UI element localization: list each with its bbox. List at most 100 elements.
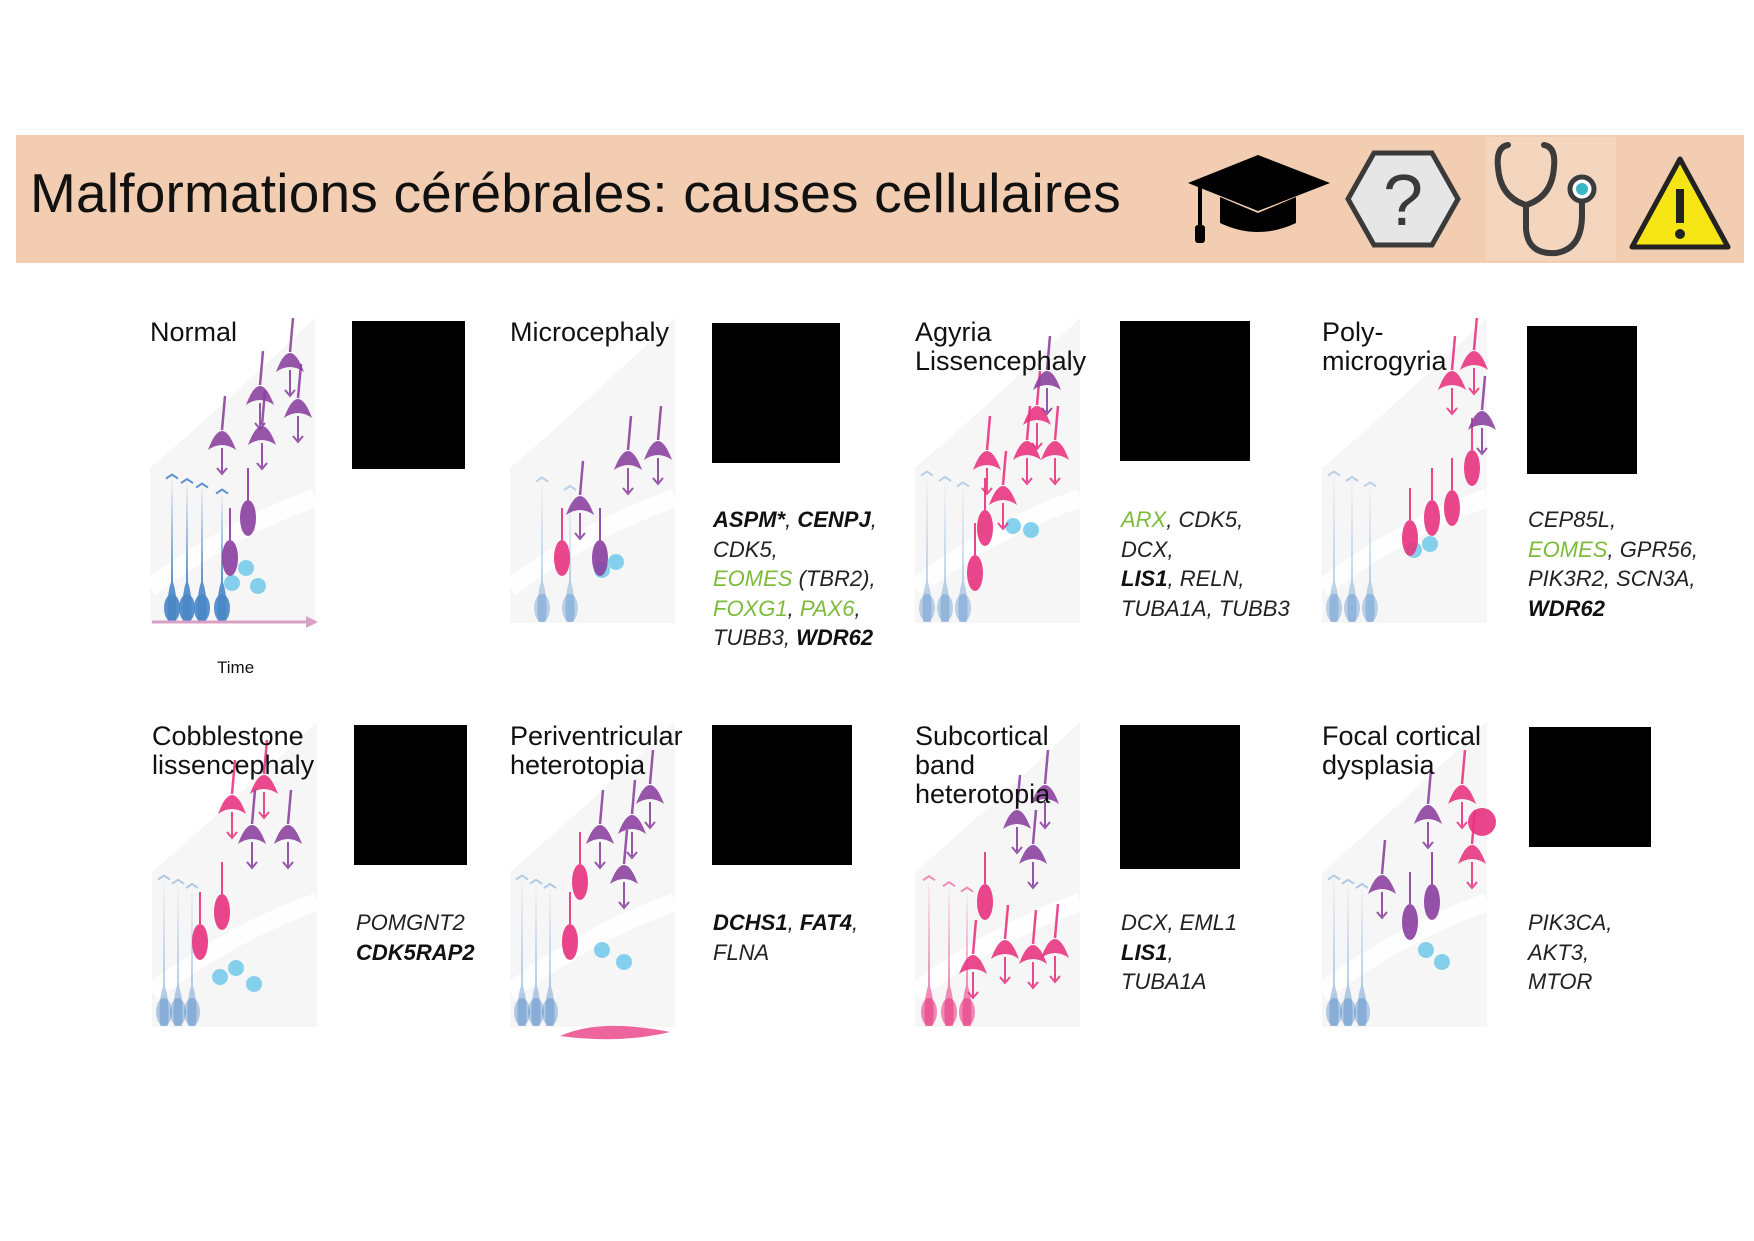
neuron-axon-terminal (652, 477, 664, 486)
stethoscope-icon[interactable] (1486, 137, 1616, 261)
radial-glia-soma (179, 594, 195, 622)
gene-name: EOMES (1528, 536, 1608, 562)
neuron-soma (246, 386, 274, 405)
radial-glia-endfoot (185, 882, 199, 889)
radial-glia-soma (921, 998, 937, 1026)
neuron-axon-terminal (284, 389, 296, 398)
radial-glia-soma (184, 998, 200, 1026)
cortex-development-illustration (510, 722, 678, 1040)
radial-glia-soma (1326, 998, 1342, 1026)
migrating-neuron (192, 924, 208, 960)
neuron-axon-terminal (292, 435, 304, 444)
intermediate-progenitor (1418, 942, 1434, 958)
gene-line: TUBA1A (1121, 967, 1237, 997)
intermediate-progenitor (224, 575, 240, 591)
radial-glia-soma (1340, 998, 1356, 1026)
neuron-axon-terminal (246, 861, 258, 870)
radial-glia-cell (517, 875, 527, 1026)
neuron-soma (274, 825, 302, 844)
cortex-development-illustration (1322, 318, 1496, 623)
gene-line: EOMES, GPR56, (1528, 535, 1698, 565)
neuron-apical-dendrite (971, 919, 978, 955)
gene-line: DCX, (1121, 535, 1290, 565)
radial-glia-endfoot (529, 878, 543, 885)
cortex-development-illustration (915, 722, 1083, 1027)
neuron-soma (238, 825, 266, 844)
radial-glia-soma (562, 594, 578, 622)
gene-text: PIK3CA, (1528, 910, 1613, 935)
radial-glia-cell (940, 477, 950, 622)
panel-agyria-lissencephaly: Agyria Lissencephaly ARX, CDK5,DCX,LIS1,… (915, 318, 1295, 698)
cortex-development-illustration (510, 318, 678, 623)
neuron-soma (973, 451, 1001, 470)
gene-name: LIS1 (1121, 939, 1168, 965)
neuron-axon-terminal (1376, 911, 1388, 920)
gene-list: ASPM*, CENPJ,CDK5,EOMES (TBR2),FOXG1, PA… (713, 505, 877, 653)
neuron-axon-terminal (574, 532, 586, 541)
gene-text: DCX, (1121, 536, 1174, 562)
intermediate-progenitor (238, 560, 254, 576)
neuron-soma (644, 441, 672, 460)
graduation-cap-icon[interactable] (1186, 137, 1331, 261)
neuron-apical-dendrite (1031, 809, 1038, 845)
gene-name: PAX6 (799, 595, 855, 621)
intermediate-progenitor (246, 976, 262, 992)
warning-triangle-icon[interactable] (1628, 137, 1732, 261)
intermediate-progenitor (250, 578, 266, 594)
neuron-apical-dendrite (1380, 839, 1387, 875)
gene-text: MTOR (1528, 969, 1593, 994)
neuron-axon-terminal (1422, 841, 1434, 850)
radial-glia-cell (1357, 884, 1367, 1026)
intermediate-progenitor (1023, 522, 1039, 538)
cortex-background (510, 318, 675, 623)
neuron-apical-dendrite (260, 390, 267, 426)
radial-glia-soma (1344, 594, 1360, 622)
neuron-soma (614, 451, 642, 470)
cortex-development-illustration (150, 318, 318, 628)
gene-name: CDK5RAP2 (356, 939, 475, 965)
cortex-background (1322, 722, 1487, 1027)
radial-glia-soma (937, 594, 953, 622)
cortex-layer-band (510, 893, 678, 1000)
gene-text: DCX, EML1 (1121, 910, 1238, 935)
cortex-development-illustration (1322, 722, 1496, 1027)
time-axis-label: Time (217, 658, 255, 677)
gene-text: AKT3, (1528, 939, 1590, 965)
intermediate-progenitor (1422, 536, 1438, 552)
gene-line: LIS1, RELN, (1121, 564, 1290, 594)
neuron-soma (248, 426, 276, 445)
migrating-neuron (214, 894, 230, 930)
gene-line: FOXG1, PAX6, (713, 594, 877, 624)
gene-text: , GPR56, (1607, 536, 1698, 562)
neuron-soma (1019, 945, 1047, 964)
neuron-apical-dendrite (220, 395, 227, 431)
neuron-apical-dendrite (1472, 318, 1479, 351)
radial-glia-cell (173, 879, 183, 1026)
radial-glia-soma (1354, 998, 1370, 1026)
gene-text: , (854, 595, 861, 621)
gene-name: ASPM* (713, 507, 786, 532)
gene-line: AKT3, (1528, 938, 1612, 968)
gene-text: TUBB3, (713, 625, 797, 650)
gene-line: PIK3CA, (1528, 908, 1612, 938)
mri-scan (1529, 727, 1651, 847)
neuron-soma (276, 353, 304, 372)
neuron-axon-terminal (1456, 821, 1468, 830)
radial-glia-endfoot (1327, 874, 1341, 881)
gene-line: LIS1, (1121, 938, 1237, 968)
neuron-apical-dendrite (626, 415, 633, 451)
gene-text: , (787, 595, 800, 621)
neuron-axon-terminal (1041, 407, 1053, 416)
neuron-apical-dendrite (985, 415, 992, 451)
panel-focal-cortical-dysplasia: Focal cortical dysplasia PIK3CA,AKT3,MTO… (1322, 722, 1702, 1102)
mri-scan (1527, 326, 1637, 474)
panel-title: Poly- microgyria (1322, 317, 1447, 376)
radial-glia-soma (194, 594, 210, 622)
radial-glia-cell (1329, 875, 1339, 1026)
question-hexagon-icon[interactable]: ? (1344, 137, 1462, 261)
radial-glia-cell (187, 884, 197, 1026)
gene-text: CEP85L, (1528, 507, 1617, 532)
neuron-soma (1458, 845, 1486, 864)
radial-glia-endfoot (157, 874, 171, 881)
